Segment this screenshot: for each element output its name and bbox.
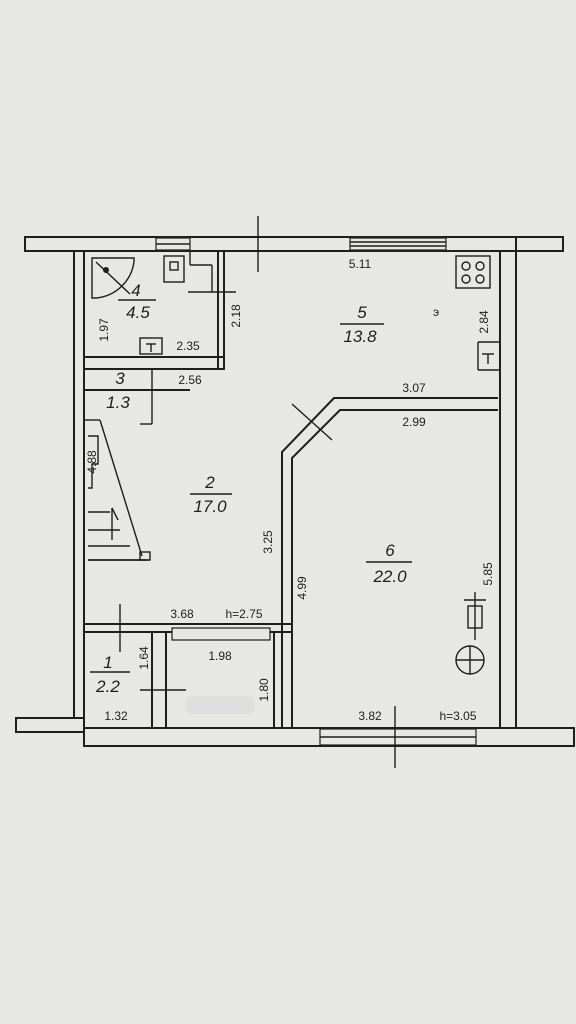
dim-corridor-width: 2.56: [178, 373, 202, 387]
dim-height-right: h=3.05: [439, 709, 476, 723]
dimension-labels: 5.11 1.97 2.18 2.35 2.56 4.88 2.84 3.07 …: [85, 257, 495, 723]
stove-icon: [455, 255, 491, 289]
window-top-right: [349, 237, 447, 251]
toilet-icon: [163, 255, 185, 283]
dim-hall-partition: 3.25: [261, 530, 275, 554]
dim-room1-width: 1.32: [104, 709, 128, 723]
dim-height-left: h=2.75: [225, 607, 262, 621]
dim-partition-bottom: 2.99: [402, 415, 426, 429]
dim-bath-inner-height: 2.18: [229, 304, 243, 328]
partitions: [84, 250, 500, 729]
room-6-area: 22.0: [372, 567, 407, 586]
room-labels: 4 4.5 3 1.3 2 17.0 5 13.8 6 22.0 1 2.2: [90, 281, 412, 696]
dim-stair-length: 4.88: [85, 450, 99, 474]
fixtures: [88, 255, 491, 675]
room-2-area: 17.0: [193, 497, 227, 516]
axis-marks: [257, 216, 396, 768]
dim-room1-height: 1.64: [137, 646, 151, 670]
room-3-number: 3: [115, 369, 125, 388]
dim-room6-right: 5.85: [481, 562, 495, 586]
dim-top-width: 5.11: [349, 257, 372, 271]
windows: [155, 237, 477, 746]
room-5-area: 13.8: [343, 327, 377, 346]
room-5-number: 5: [357, 303, 367, 322]
room-2-number: 2: [204, 473, 215, 492]
shower-icon: [91, 257, 135, 299]
dim-bottom-width: 3.82: [358, 709, 382, 723]
dim-bath-width: 2.35: [176, 339, 200, 353]
dim-hall-width: 3.68: [170, 607, 194, 621]
sink-icon: [139, 337, 163, 355]
dim-partition-top: 3.07: [402, 381, 426, 395]
kitchen-mark: э: [433, 305, 439, 319]
dim-bath-height: 1.97: [97, 318, 111, 342]
room-3-area: 1.3: [106, 393, 130, 412]
room-4-area: 4.5: [126, 303, 150, 322]
dim-entry-height: 1.80: [257, 678, 271, 702]
outer-walls: [15, 236, 575, 747]
boiler-icon: [455, 592, 486, 675]
dim-entry-width: 1.98: [208, 649, 232, 663]
blurred-patch: [185, 696, 255, 714]
room-1-area: 2.2: [95, 677, 120, 696]
dim-room6-left: 4.99: [295, 576, 309, 600]
room-1-number: 1: [103, 653, 112, 672]
staircase-icon: [88, 419, 151, 561]
room-4-number: 4: [131, 281, 140, 300]
dim-kitchen-side: 2.84: [477, 310, 491, 334]
room-6-number: 6: [385, 541, 395, 560]
